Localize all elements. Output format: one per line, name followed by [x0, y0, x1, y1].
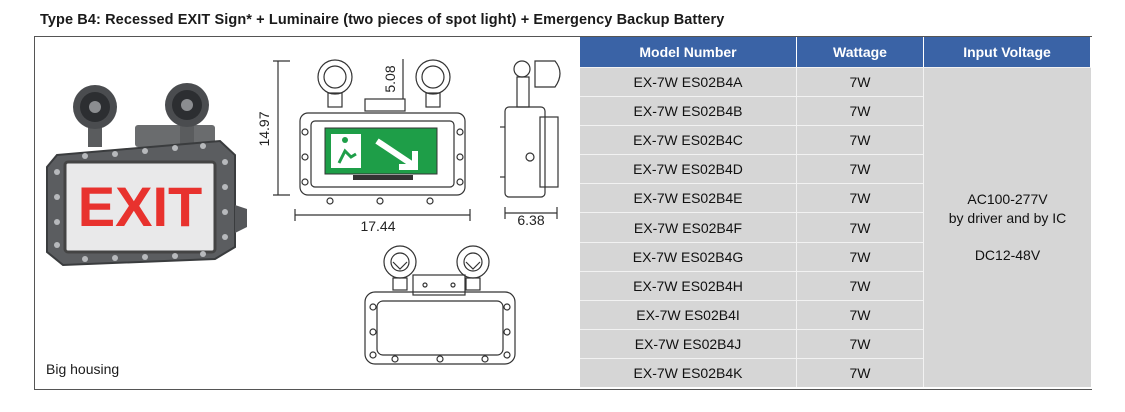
header-model-number: Model Number: [580, 37, 797, 67]
wattage-cell: 7W: [797, 212, 924, 242]
exit-sign-text: EXIT: [78, 175, 202, 238]
product-caption: Big housing: [46, 361, 120, 377]
model-cell: EX-7W ES02B4J: [580, 328, 797, 358]
input-voltage-cell: AC100-277V by driver and by IC DC12-48V: [924, 67, 1091, 388]
model-cell: EX-7W ES02B4D: [580, 154, 797, 184]
content-frame: [34, 36, 1092, 390]
wattage-cell: 7W: [797, 96, 924, 126]
rear-view-drawing: [364, 245, 516, 365]
wattage-cell: 7W: [797, 299, 924, 329]
dimension-lamp-offset-label: 5.08: [382, 65, 398, 92]
model-cell: EX-7W ES02B4E: [580, 183, 797, 213]
dimension-height-label: 14.97: [256, 111, 272, 146]
model-cell: EX-7W ES02B4A: [580, 67, 797, 97]
voltage-ac-range: AC100-277V: [967, 191, 1048, 208]
model-cell: EX-7W ES02B4B: [580, 96, 797, 126]
page-title: Type B4: Recessed EXIT Sign* + Luminaire…: [40, 12, 725, 28]
dimension-width-label: 17.44: [360, 218, 395, 234]
header-wattage: Wattage: [797, 37, 924, 67]
model-cell: EX-7W ES02B4I: [580, 299, 797, 329]
wattage-cell: 7W: [797, 154, 924, 184]
wattage-cell: 7W: [797, 183, 924, 213]
voltage-dc-range: DC12-48V: [974, 247, 1041, 264]
model-cell: EX-7W ES02B4C: [580, 125, 797, 155]
wattage-cell: 7W: [797, 328, 924, 358]
exit-sign-product-photo: [46, 83, 247, 267]
model-cell: EX-7W ES02B4K: [580, 357, 797, 388]
wattage-cell: 7W: [797, 270, 924, 300]
header-input-voltage: Input Voltage: [924, 37, 1091, 67]
wattage-cell: 7W: [797, 241, 924, 271]
model-cell: EX-7W ES02B4G: [580, 241, 797, 271]
voltage-driver-note: by driver and by IC: [948, 210, 1067, 227]
model-cell: EX-7W ES02B4F: [580, 212, 797, 242]
spec-table: Model Number Wattage Input Voltage EX-7W…: [580, 37, 1091, 388]
dimension-depth-label: 6.38: [517, 212, 544, 228]
side-view-drawing: [500, 60, 561, 219]
wattage-cell: 7W: [797, 125, 924, 155]
wattage-cell: 7W: [797, 357, 924, 388]
front-view-drawing: [273, 59, 471, 221]
product-illustration-panel: EXIT: [35, 37, 580, 387]
model-cell: EX-7W ES02B4H: [580, 270, 797, 300]
green-exit-panel: [324, 127, 438, 180]
wattage-cell: 7W: [797, 67, 924, 97]
